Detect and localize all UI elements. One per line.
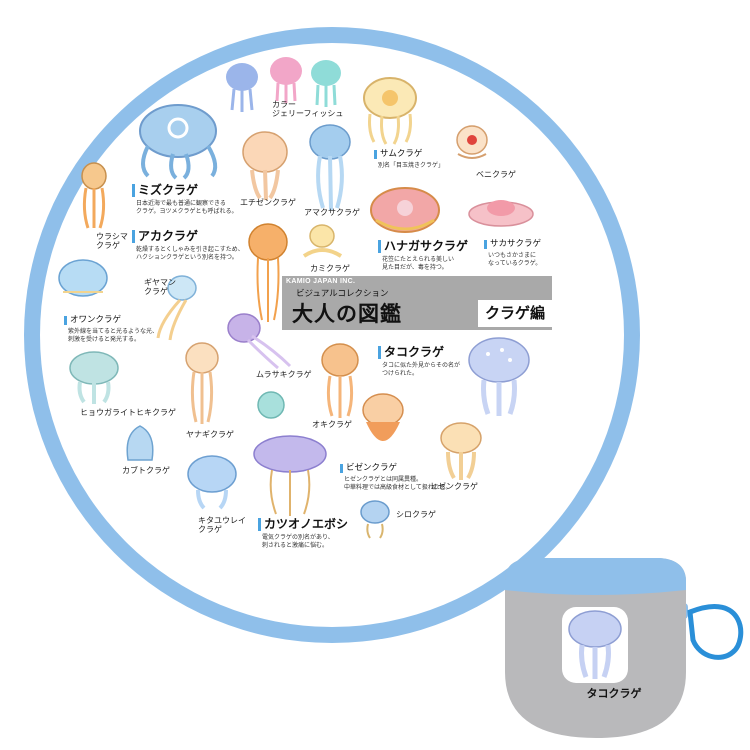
banner-edition: クラゲ編 <box>478 300 552 327</box>
desc-owan: 紫外線を当てると光るような光、 刺激を受けると発光する。 <box>68 328 159 344</box>
label-hizen: ヒゼンクラゲ <box>430 482 478 491</box>
katsuo-illustration <box>253 435 327 516</box>
orange-bell-illustration <box>362 393 404 441</box>
heading-katsuo: カツオノエボシ <box>258 517 348 532</box>
samukurage-illustration <box>363 77 417 145</box>
heading-sakasa: サカサクラゲ <box>484 239 541 250</box>
heading-samukurage: サムクラゲ <box>374 149 422 160</box>
giyaman-illustration <box>156 275 197 341</box>
heading-akakurage: アカクラゲ <box>132 229 198 244</box>
okikurage-illustration <box>321 343 359 418</box>
hizen-illustration <box>440 422 482 480</box>
small-teal-illustration <box>257 391 285 419</box>
label-urashima: ウラシマ クラゲ <box>96 232 128 251</box>
desc-katsuo: 電気クラゲの別名があり、 刺されると激痛に悩む。 <box>262 534 334 550</box>
echizen-illustration <box>242 131 288 201</box>
heading-mizukurage: ミズクラゲ <box>132 183 198 198</box>
banner-subtitle: ビジュアルコレクション <box>296 289 389 299</box>
desc-takokurage: タコに似た外見からその名が つけられた。 <box>382 362 461 378</box>
amakusa-illustration <box>309 124 351 211</box>
desc-hanagasa: 花笠にたとえられる美しい 見た目だが、毒を持つ。 <box>382 256 455 272</box>
yanagi-illustration <box>185 342 219 424</box>
mizukurage-illustration <box>139 104 218 180</box>
beni-illustration <box>456 125 488 159</box>
hanagasa-illustration <box>370 187 440 233</box>
maker-name: KAMIO JAPAN INC. <box>286 278 356 285</box>
sakasa-illustration <box>468 200 534 227</box>
owan-illustration <box>58 259 108 297</box>
kabuto-illustration <box>126 425 154 461</box>
label-murasaki: ムラサキクラゲ <box>256 370 312 379</box>
desc-akakurage: 乾燥するとくしゃみを引き起こすため、 ハクションクラゲという別名を持つ。 <box>136 246 244 262</box>
murasaki-illustration <box>227 313 292 370</box>
label-color-jellyfish: カラー ジェリーフィッシュ <box>272 100 344 119</box>
label-beni: ベニクラゲ <box>476 170 516 179</box>
heading-takokurage: タコクラゲ <box>378 345 444 360</box>
hyougaraito-illustration <box>69 351 119 404</box>
label-echizen: エチゼンクラゲ <box>240 198 296 207</box>
pouch-label: タコクラゲ <box>586 687 642 700</box>
label-giyaman: ギヤマン クラゲ <box>144 278 176 297</box>
label-shirokurage: シロクラゲ <box>396 510 436 519</box>
label-kamikurage: カミクラゲ <box>310 264 350 273</box>
desc-sakasa: いつもさかさまに なっているクラゲ。 <box>488 252 542 268</box>
banner-title: 大人の図鑑 <box>292 301 402 326</box>
label-yanagi: ヤナギクラゲ <box>186 430 234 439</box>
akakurage-illustration <box>248 223 288 322</box>
takokurage-illustration <box>468 337 530 416</box>
heading-owan: オワンクラゲ <box>64 315 121 326</box>
label-kabuto: カブトクラゲ <box>122 466 170 475</box>
heading-hanagasa: ハナガサクラゲ <box>378 239 468 254</box>
desc-mizukurage: 日本近海で最も普通に観察できる クラゲ。ヨツメクラゲとも呼ばれる。 <box>136 200 238 216</box>
label-amakusa: アマクサクラゲ <box>304 208 360 217</box>
title-banner: KAMIO JAPAN INC. ビジュアルコレクション 大人の図鑑 クラゲ編 <box>282 276 552 330</box>
urashima-illustration <box>81 162 107 229</box>
color-jellyfish-illustration <box>226 57 341 112</box>
heading-bizen: ビゼンクラゲ <box>340 463 397 474</box>
shirokurage-illustration <box>360 500 390 539</box>
label-okikurage: オキクラゲ <box>312 420 352 429</box>
desc-bizen: ヒゼンクラゲとは同属異種。 中華料理では高級食材として扱われる。 <box>344 476 452 492</box>
kamikurage-illustration <box>302 224 343 258</box>
label-hyougaraito: ヒョウガライトヒキクラゲ <box>80 408 176 417</box>
desc-samukurage: 別名「目玉焼きクラゲ」 <box>378 162 445 169</box>
kitayuurei-illustration <box>187 455 237 510</box>
pouch-takokurage-icon <box>562 607 628 683</box>
label-kitayuurei: キタユウレイ クラゲ <box>198 516 246 535</box>
